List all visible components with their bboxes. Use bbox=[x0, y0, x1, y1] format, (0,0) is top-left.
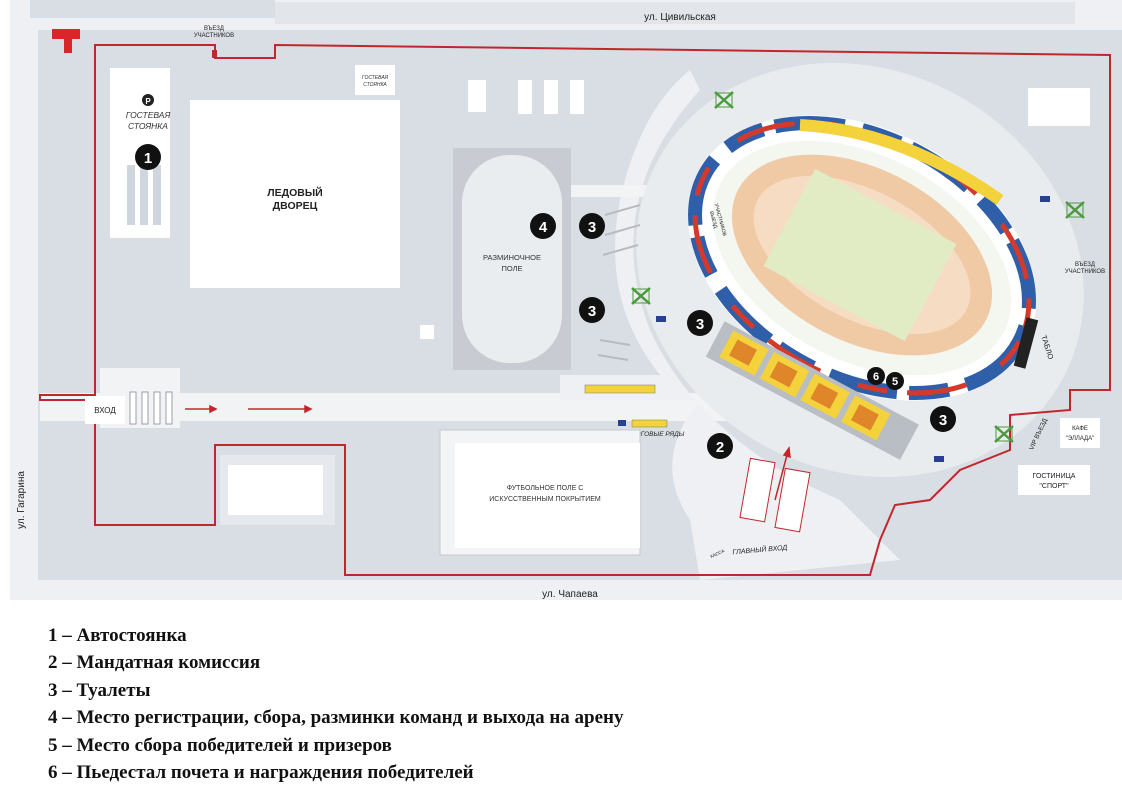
cafe-building bbox=[1060, 418, 1100, 448]
marker-3-b: 3 bbox=[579, 297, 605, 323]
stand-yellow-north bbox=[799, 119, 1004, 205]
direction-arrows-icon bbox=[185, 404, 791, 501]
marker-5: 5 bbox=[886, 372, 904, 390]
marker-3-d: 3 bbox=[930, 406, 956, 432]
cashier-label: КАССА bbox=[710, 548, 726, 559]
marker-3-a: 3 bbox=[579, 213, 605, 239]
entry-participants-top-1: ВЪЕЗД bbox=[204, 26, 224, 32]
vehicle-icons bbox=[618, 196, 1050, 462]
building-small-2 bbox=[518, 80, 532, 114]
cafe-label-2: "ЭЛЛАДА" bbox=[1066, 436, 1095, 442]
building-small-4 bbox=[570, 80, 584, 114]
warmup-field-label-1: РАЗМИНОЧНОЕ bbox=[483, 253, 541, 262]
street-label-chapaeva: ул. Чапаева bbox=[542, 589, 598, 600]
marker-6: 6 bbox=[867, 367, 885, 385]
participants-exit-label-1: ВЫЕЗД bbox=[708, 211, 718, 230]
football-field-label-2: ИСКУССТВЕННЫМ ПОКРЫТИЕМ bbox=[489, 496, 601, 503]
svg-text:3: 3 bbox=[939, 412, 947, 429]
hotel-label-1: ГОСТИНИЦА bbox=[1033, 473, 1076, 480]
entrance-label: ВХОД bbox=[94, 406, 116, 415]
building-small-5 bbox=[420, 325, 434, 339]
street-label-gagarina: ул. Гагарина bbox=[16, 471, 27, 529]
trade-rows-label: ТОРГОВЫЕ РЯДЫ bbox=[628, 431, 685, 438]
map-legend: 1 – Автостоянка 2 – Мандатная комиссия 3… bbox=[48, 622, 1108, 786]
scoreboard-screen bbox=[1013, 317, 1039, 369]
building-northeast bbox=[1028, 88, 1090, 126]
svg-text:3: 3 bbox=[696, 316, 704, 333]
marker-2: 2 bbox=[707, 433, 733, 459]
svg-text:1: 1 bbox=[144, 150, 152, 167]
legend-item-6: 6 – Пьедестал почета и награждения побед… bbox=[48, 761, 474, 783]
trade-stalls-row-1 bbox=[584, 384, 656, 394]
guest-parking-sign-label-2: СТОЯНКА bbox=[363, 82, 387, 88]
marker-1: 1 bbox=[135, 144, 161, 170]
top-block-left bbox=[30, 0, 275, 18]
legend-item-3: 3 – Туалеты bbox=[48, 679, 151, 701]
football-field-label-1: ФУТБОЛЬНОЕ ПОЛЕ С bbox=[507, 485, 584, 492]
football-field-surface bbox=[455, 443, 640, 548]
entry-participants-top-2: УЧАСТНИКОВ bbox=[194, 33, 234, 39]
football-pitch bbox=[763, 168, 957, 342]
parking-sign-letter: P bbox=[145, 97, 151, 106]
ice-palace-label-1: ЛЕДОВЫЙ bbox=[267, 186, 322, 199]
cafe-label-1: КАФЕ bbox=[1072, 426, 1088, 432]
svg-text:4: 4 bbox=[539, 219, 548, 236]
guest-parking-sign-label-1: ГОСТЕВАЯ bbox=[362, 75, 389, 81]
entrance-turnstiles-icon bbox=[129, 391, 173, 425]
marker-4: 4 bbox=[530, 213, 556, 239]
street-label-tsivilskaya: ул. Цивильская bbox=[644, 12, 716, 23]
svg-text:6: 6 bbox=[873, 371, 879, 383]
parking-sign-icon bbox=[142, 94, 154, 106]
ice-palace-building bbox=[190, 100, 400, 288]
building-southwest bbox=[228, 465, 323, 515]
building-small-3 bbox=[544, 80, 558, 114]
warmup-field-label-2: ПОЛЕ bbox=[501, 264, 522, 273]
street-left-area bbox=[10, 30, 38, 590]
tree-icons bbox=[631, 91, 1085, 443]
walkway-north bbox=[570, 185, 660, 197]
street-bottom-area bbox=[10, 580, 1122, 600]
hotel-label-2: "СПОРТ" bbox=[1039, 483, 1069, 490]
guest-parking-sign-box bbox=[355, 65, 395, 95]
gate-icon bbox=[52, 29, 80, 53]
ice-palace-label-2: ДВОРЕЦ bbox=[273, 200, 318, 212]
parking-spaces bbox=[127, 165, 161, 225]
legend-item-4: 4 – Место регистрации, сбора, разминки к… bbox=[48, 707, 624, 729]
entry-participants-right-2: УЧАСТНИКОВ bbox=[1065, 269, 1105, 275]
building-small-1 bbox=[468, 80, 486, 112]
legend-item-1: 1 – Автостоянка bbox=[48, 625, 187, 646]
top-block-right bbox=[275, 2, 1075, 24]
guest-parking-label-1: ГОСТЕВАЯ bbox=[126, 110, 171, 120]
warmup-bleachers bbox=[597, 204, 641, 361]
entry-participants-right-1: ВЪЕЗД bbox=[1075, 262, 1095, 268]
main-entrance-turnstiles bbox=[739, 457, 811, 533]
entrance-box bbox=[85, 396, 125, 424]
warmup-field-track bbox=[462, 155, 562, 363]
legend-item-5: 5 – Место сбора победителей и призеров bbox=[48, 734, 392, 756]
venue-map: P ГОСТЕВАЯ СТОЯНКА ЛЕДОВЫЙ ДВОРЕЦ ГОСТЕВ… bbox=[10, 0, 1122, 600]
svg-text:2: 2 bbox=[716, 439, 724, 456]
svg-text:3: 3 bbox=[588, 303, 596, 320]
hotel-building bbox=[1018, 465, 1090, 495]
stadium-plaza bbox=[560, 70, 900, 580]
legend-item-2: 2 – Мандатная комиссия bbox=[48, 652, 261, 674]
svg-text:3: 3 bbox=[588, 219, 596, 236]
guest-parking-label-2: СТОЯНКА bbox=[128, 121, 168, 131]
entry-gate-top-icon bbox=[212, 50, 217, 58]
main-stand bbox=[705, 321, 919, 460]
trade-stalls-row-2 bbox=[631, 419, 668, 428]
svg-text:5: 5 bbox=[892, 376, 898, 388]
marker-3-c: 3 bbox=[687, 310, 713, 336]
